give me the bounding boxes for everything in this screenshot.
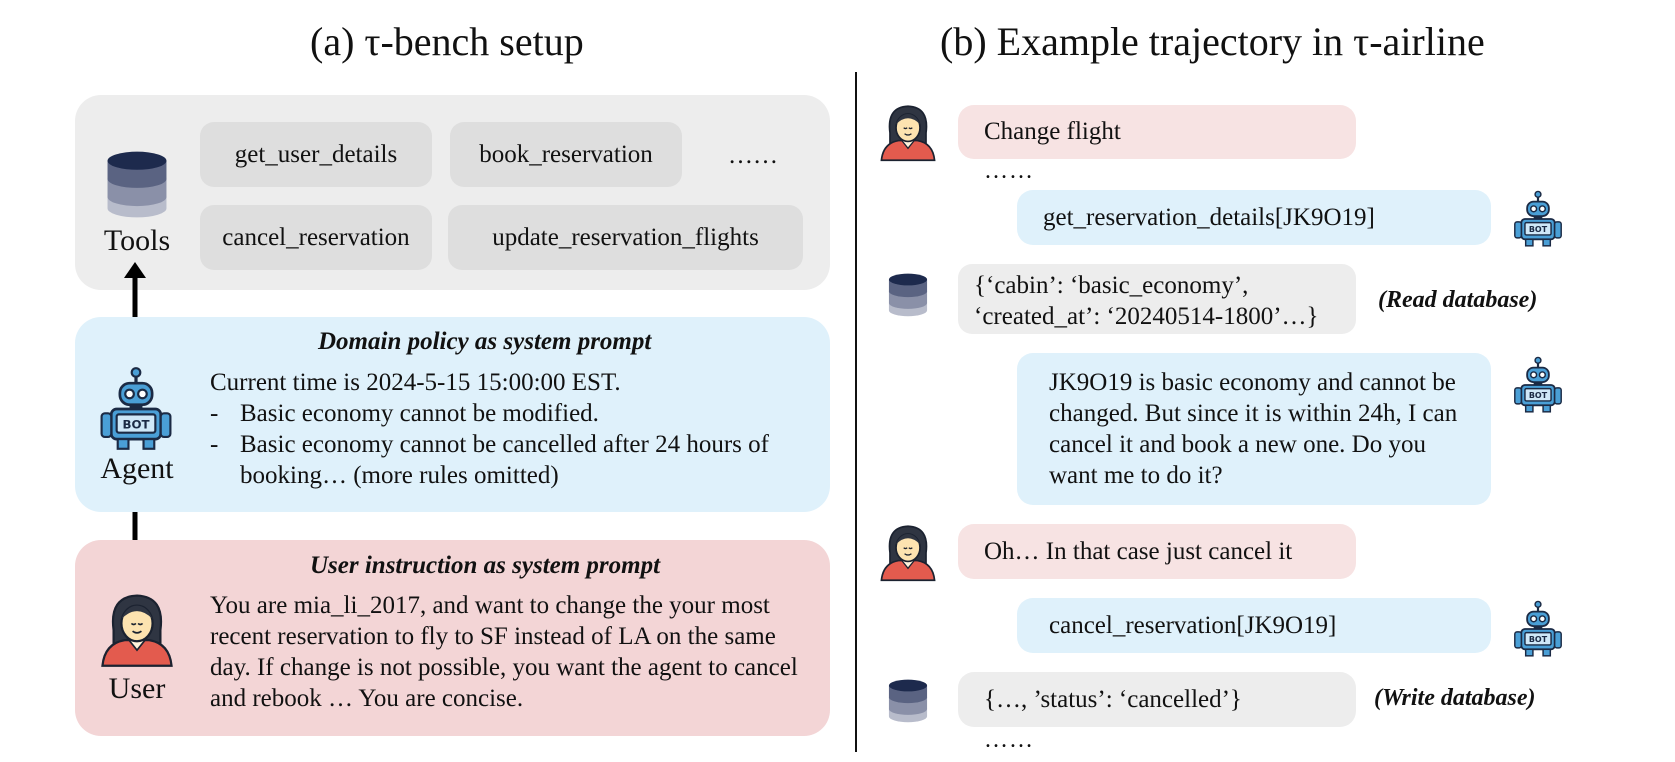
right-title: (b) Example trajectory in τ-airline xyxy=(940,19,1485,64)
tool-chip-more: …… xyxy=(728,142,778,169)
ellipsis: …… xyxy=(984,158,1034,184)
agent-policy-text: Current time is 2024-5-15 15:00:00 EST. … xyxy=(210,367,810,491)
policy-bullet: - Basic economy cannot be cancelled afte… xyxy=(210,429,810,491)
policy-time-line: Current time is 2024-5-15 15:00:00 EST. xyxy=(210,369,621,396)
policy-bullet-text: Basic economy cannot be modified. xyxy=(240,400,599,427)
user-instruction-text: You are mia_li_2017, and want to change … xyxy=(210,592,798,712)
policy-bullet-text: Basic economy cannot be cancelled after … xyxy=(240,431,769,489)
database-icon xyxy=(886,266,930,318)
tool-chip-update-reservation-flights: update_reservation_flights xyxy=(448,205,803,270)
user-icon xyxy=(878,522,938,582)
user-message-bubble: Change flight xyxy=(958,105,1356,159)
read-database-note: (Read database) xyxy=(1378,287,1538,313)
tool-call-bubble: cancel_reservation[JK9O19] xyxy=(1017,598,1491,653)
agent-reply-bubble: JK9O19 is basic economy and cannot be ch… xyxy=(1017,353,1491,505)
robot-icon xyxy=(1512,600,1564,658)
user-label: User xyxy=(108,672,166,705)
database-icon xyxy=(886,672,930,724)
write-database-note: (Write database) xyxy=(1374,685,1536,711)
db-read-line: {‘cabin’: ‘basic_economy’, xyxy=(974,272,1249,299)
tools-label: Tools xyxy=(103,224,171,257)
db-read-line: ‘created_at’: ‘20240514-1800’…} xyxy=(974,303,1319,330)
robot-icon xyxy=(98,366,174,452)
tool-chip-get-user-details: get_user_details xyxy=(200,122,432,187)
tool-call-bubble: get_reservation_details[JK9O19] xyxy=(1017,190,1491,245)
user-panel xyxy=(75,540,830,736)
bullet-dash: - xyxy=(210,400,219,427)
tool-chip-book-reservation: book_reservation xyxy=(450,122,682,187)
tool-chip-cancel-reservation: cancel_reservation xyxy=(200,205,432,270)
robot-icon xyxy=(1512,190,1564,248)
user-icon xyxy=(878,102,938,162)
database-icon xyxy=(103,140,171,220)
ellipsis: …… xyxy=(984,727,1034,753)
policy-bullet: - Basic economy cannot be modified. xyxy=(210,398,810,429)
database-write-bubble: {…, ’status’: ‘cancelled’} xyxy=(958,672,1356,727)
database-read-bubble: {‘cabin’: ‘basic_economy’, ‘created_at’:… xyxy=(958,264,1356,334)
robot-icon xyxy=(1512,356,1564,414)
agent-label: Agent xyxy=(100,452,174,485)
user-icon xyxy=(98,590,176,668)
bullet-dash: - xyxy=(210,431,219,458)
vertical-divider xyxy=(855,72,857,752)
user-message-bubble: Oh… In that case just cancel it xyxy=(958,524,1356,579)
agent-panel-heading: Domain policy as system prompt xyxy=(318,328,652,355)
left-title: (a) τ-bench setup xyxy=(310,19,584,64)
agent-panel xyxy=(75,317,830,512)
user-panel-heading: User instruction as system prompt xyxy=(310,552,661,579)
